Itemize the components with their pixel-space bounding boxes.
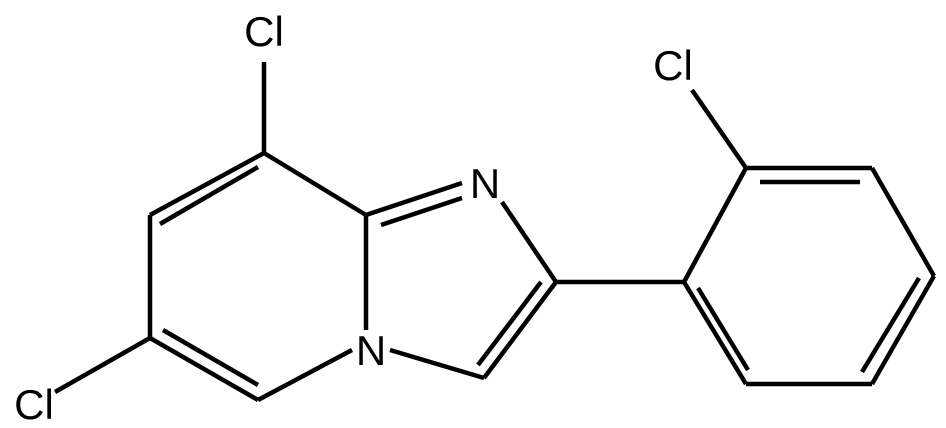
atom-label-n1: N [470, 160, 500, 207]
bond-c2-c3-inner [476, 280, 543, 367]
atom-label-cl2p: Cl [653, 42, 693, 89]
bond-layer [53, 62, 936, 402]
bond-c6-c5 [148, 336, 260, 402]
bond-c8a-n1 [365, 180, 463, 218]
atom-label-cl6: Cl [14, 381, 54, 428]
bond-c8a-c8 [262, 151, 368, 217]
atom-label-cl8: Cl [244, 8, 284, 55]
bond-c6-cl6 [53, 336, 152, 394]
bond-c6-c5-inner [161, 328, 260, 387]
atom-label-n4: N [356, 327, 386, 374]
bond-c2p-cl2p [690, 88, 748, 170]
bond-c6p-c1p [682, 280, 748, 386]
bond-c6p-c1p-inner [696, 286, 750, 372]
bond-n1-c2 [500, 200, 558, 284]
bond-c3-n4 [389, 347, 485, 381]
bond-c8a-n1-inner [380, 195, 463, 228]
bond-c4p-c5p-inner [860, 276, 921, 374]
bond-c3p-c4p [870, 166, 936, 278]
bond-c2-c3 [482, 280, 558, 380]
bond-c8-c7-inner [158, 165, 260, 226]
bond-c8-c7 [148, 151, 266, 217]
bond-c5-n4 [256, 348, 354, 402]
bond-c1p-c2p [682, 166, 748, 284]
bond-c4p-c5p [870, 274, 936, 386]
